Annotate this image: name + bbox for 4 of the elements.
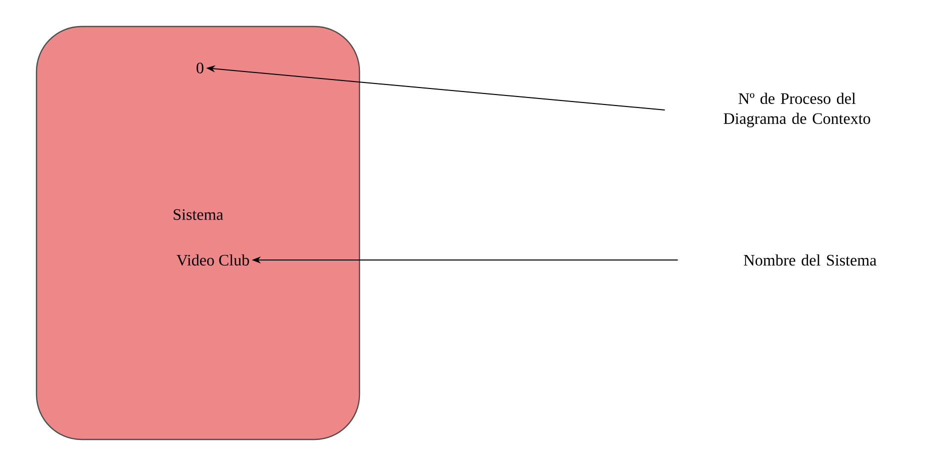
text-label: 0: [196, 62, 204, 74]
text-label: Nombre del Sistema: [744, 254, 876, 266]
text-label: Video Club: [176, 254, 249, 266]
text-label: Nº de Proceso del Diagrama de Contexto: [724, 92, 870, 128]
